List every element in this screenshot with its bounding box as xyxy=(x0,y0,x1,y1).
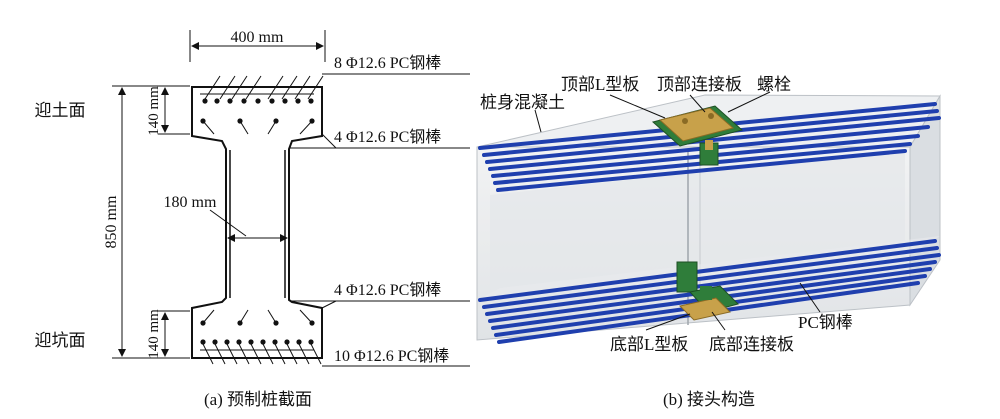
label-bolt: 螺栓 xyxy=(757,75,791,94)
rebar-label-3: 4 Φ12.6 PC钢棒 xyxy=(334,281,441,299)
label-pc-bar: PC钢棒 xyxy=(798,313,853,332)
bottom-rebar-row xyxy=(200,339,322,365)
label-bottom-connect-plate: 底部连接板 xyxy=(709,335,794,354)
i-section-outline xyxy=(191,86,323,359)
dim-top-flange-label: 140 mm xyxy=(146,86,162,136)
label-bottom-l-plate: 底部L型板 xyxy=(610,335,688,354)
dim-width-label: 400 mm xyxy=(231,29,284,46)
label-pile-concrete: 桩身混凝土 xyxy=(480,93,565,112)
face-bottom-label: 迎坑面 xyxy=(35,331,86,350)
rebar-label-1: 8 Φ12.6 PC钢棒 xyxy=(334,54,441,72)
height-dimension: 850 mm xyxy=(103,85,190,359)
width-dimension: 400 mm xyxy=(189,29,326,62)
top-flange-dimension: 140 mm xyxy=(146,86,190,136)
caption-b: (b) 接头构造 xyxy=(663,390,755,409)
joint-3d-view: 桩身混凝土 顶部L型板 顶部连接板 螺栓 PC钢棒 底部L型板 底部连接板 (b… xyxy=(476,75,941,409)
rebar-label-4: 10 Φ12.6 PC钢棒 xyxy=(334,347,449,365)
caption-a: (a) 预制桩截面 xyxy=(204,390,312,409)
dim-bottom-flange-label: 140 mm xyxy=(146,309,162,359)
second-rebar-row xyxy=(200,118,315,135)
bottom-joint-hardware xyxy=(676,261,739,321)
bottom-connect-plate xyxy=(679,297,731,321)
pile-cross-section: 400 mm 850 mm 140 mm 140 mm 迎土面 迎坑面 xyxy=(35,29,470,409)
face-top-label: 迎土面 xyxy=(35,101,86,120)
top-connect-plate xyxy=(658,107,735,142)
bottom-flange-dimension: 140 mm xyxy=(146,309,190,359)
bolt-icon xyxy=(682,118,688,124)
top-rebar-row xyxy=(202,75,324,104)
joint-leaders xyxy=(534,91,821,331)
rebar-leaders xyxy=(290,73,470,367)
top-joint-hardware xyxy=(651,105,744,166)
rebar-label-2: 4 Φ12.6 PC钢棒 xyxy=(334,128,441,146)
web-dimension: 180 mm xyxy=(164,194,288,242)
bolt-icon xyxy=(708,113,714,119)
third-rebar-row xyxy=(200,309,315,326)
label-top-connect-plate: 顶部连接板 xyxy=(657,75,742,94)
dim-height-label: 850 mm xyxy=(103,195,120,248)
dim-web-label: 180 mm xyxy=(164,194,217,211)
label-top-l-plate: 顶部L型板 xyxy=(561,75,639,94)
bottom-l-plate xyxy=(676,261,698,293)
